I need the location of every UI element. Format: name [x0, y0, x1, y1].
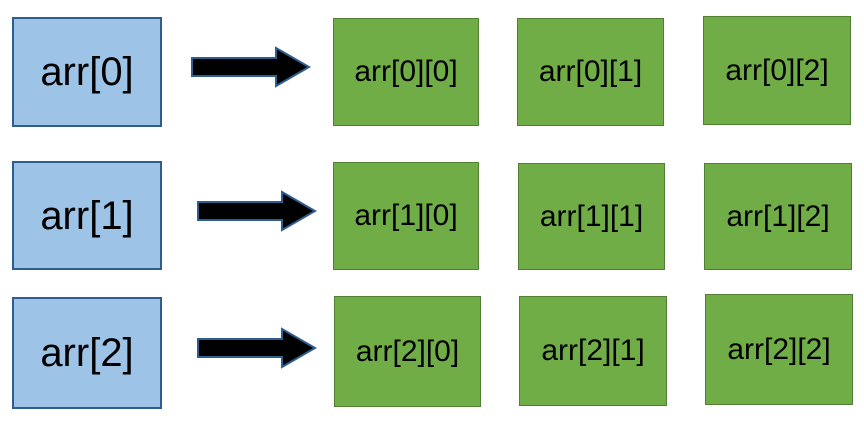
array-cell-0-0: arr[0][0] [333, 18, 479, 126]
array-row-box-2: arr[2] [12, 297, 162, 409]
array-row-box-1: arr[1] [12, 161, 162, 270]
arrow-icon-row-2 [197, 327, 318, 369]
array-row-label-0: arr[0] [40, 50, 134, 94]
array-cell-label-1-1: arr[1][1] [539, 199, 644, 233]
array-cell-label-0-2: arr[0][2] [725, 53, 829, 87]
array-cell-label-2-0: arr[2][0] [355, 334, 460, 368]
array-row-label-2: arr[2] [40, 331, 134, 375]
array-cell-2-0: arr[2][0] [334, 296, 481, 407]
array-row-label-1: arr[1] [40, 193, 134, 238]
array-cell-label-2-2: arr[2][2] [727, 332, 831, 366]
array-cell-label-1-0: arr[1][0] [354, 199, 458, 232]
array-cell-0-2: arr[0][2] [703, 16, 851, 125]
array-cell-2-2: arr[2][2] [705, 294, 853, 405]
array-cell-label-0-1: arr[0][1] [538, 55, 643, 88]
array-cell-label-1-2: arr[1][2] [726, 199, 830, 233]
array-cell-label-2-1: arr[2][1] [541, 334, 645, 367]
array-cell-2-1: arr[2][1] [519, 296, 667, 406]
array-cell-1-1: arr[1][1] [518, 163, 665, 270]
arrow-icon-row-0 [191, 46, 312, 88]
array-cell-label-0-0: arr[0][0] [354, 55, 458, 88]
arrow-icon-row-1 [197, 190, 318, 232]
array-cell-1-2: arr[1][2] [704, 163, 852, 270]
array-row-box-0: arr[0] [12, 17, 162, 127]
array-cell-1-0: arr[1][0] [333, 162, 479, 270]
array-cell-0-1: arr[0][1] [517, 18, 664, 126]
